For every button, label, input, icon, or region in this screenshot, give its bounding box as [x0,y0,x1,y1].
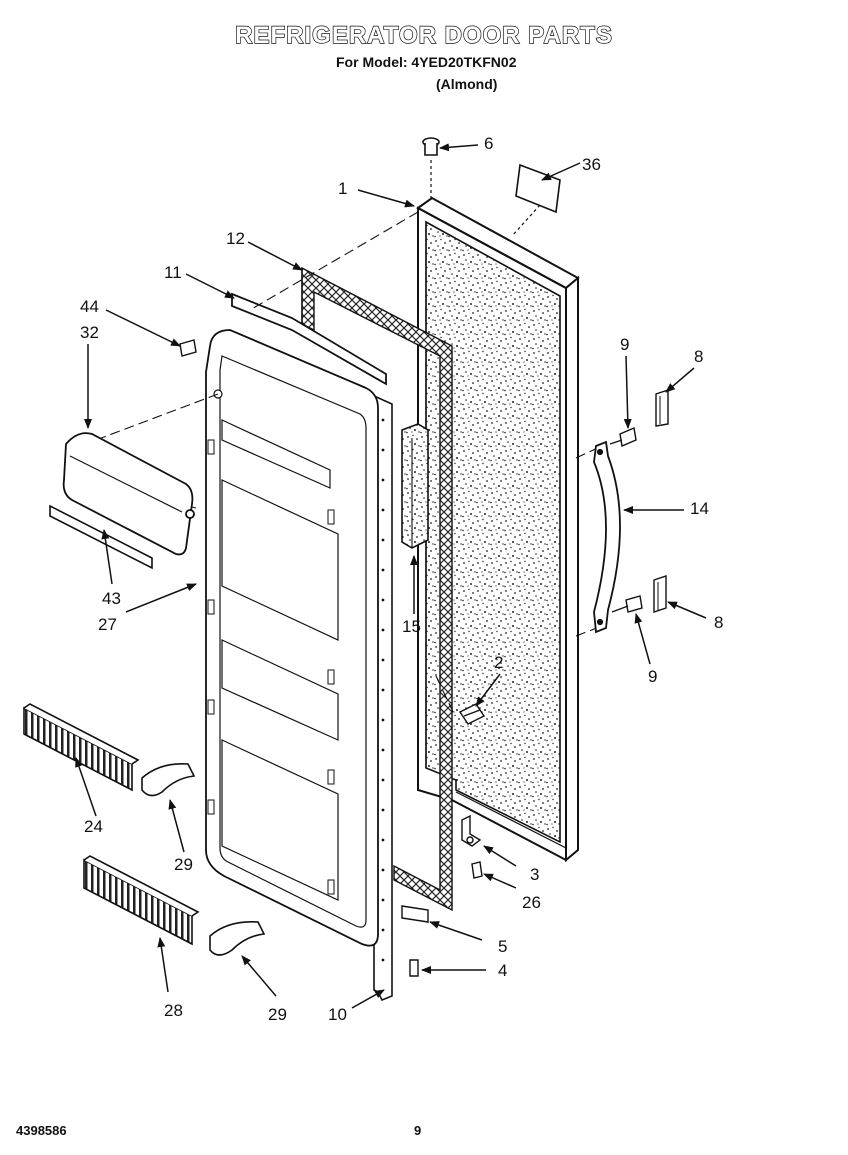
callout-14: 14 [690,499,709,518]
callout-36: 36 [582,155,601,174]
callout-6: 6 [484,134,493,153]
door-shelf-rack-lower [83,855,200,946]
liner-screw [179,339,197,357]
callout-9-top: 9 [620,335,629,354]
callout-44: 44 [80,297,99,316]
callout-9-bottom: 9 [648,667,657,686]
callout-28: 28 [164,1001,183,1020]
trim-strip [401,423,429,549]
handle-screw-top [609,427,637,447]
callout-1: 1 [338,179,347,198]
hinge-screw [471,861,483,879]
callout-15: 15 [402,617,421,636]
color-variant: (Almond) [436,76,498,92]
shelf-end-cap-lower [209,920,266,956]
inner-door-liner [205,292,387,947]
callout-32: 32 [80,323,99,342]
callout-43: 43 [102,589,121,608]
bottom-hinge-plate [401,905,429,923]
callout-24: 24 [84,817,103,836]
callout-2: 2 [494,653,503,672]
door-handle [593,440,621,634]
callout-29-upper: 29 [174,855,193,874]
dairy-compartment [62,432,195,556]
leader-lines [75,143,707,1009]
handle-cap-top [655,389,669,427]
bottom-screw [409,959,419,977]
model-number: For Model: 4YED20TKFN02 [336,54,517,70]
dairy-trim-bar [49,504,153,570]
shelf-end-cap-upper [141,762,196,797]
callout-5: 5 [498,937,507,956]
handle-cap-bottom [653,575,667,613]
callout-12: 12 [226,229,245,248]
callout-29-lower: 29 [268,1005,287,1024]
callout-8-bottom: 8 [714,613,723,632]
hinge-bracket [461,814,482,847]
page-title: REFRIGERATOR DOOR PARTS [234,21,613,49]
callout-26: 26 [522,893,541,912]
door-shelf-rack-upper [23,703,140,792]
callout-4: 4 [498,961,507,980]
door-stop [458,703,486,725]
callout-27: 27 [98,615,117,634]
callout-3: 3 [530,865,539,884]
callout-labels: 6 36 1 12 11 44 32 9 8 14 8 9 43 27 15 2… [80,134,723,1024]
document-number: 4398586 [16,1123,67,1138]
callout-11: 11 [164,263,182,282]
callout-8-top: 8 [694,347,703,366]
callout-10: 10 [328,1005,347,1024]
handle-screw-bottom [611,595,643,613]
door-cap-screw [422,137,440,198]
outer-door-panel [416,196,580,863]
page-number: 9 [414,1123,422,1138]
